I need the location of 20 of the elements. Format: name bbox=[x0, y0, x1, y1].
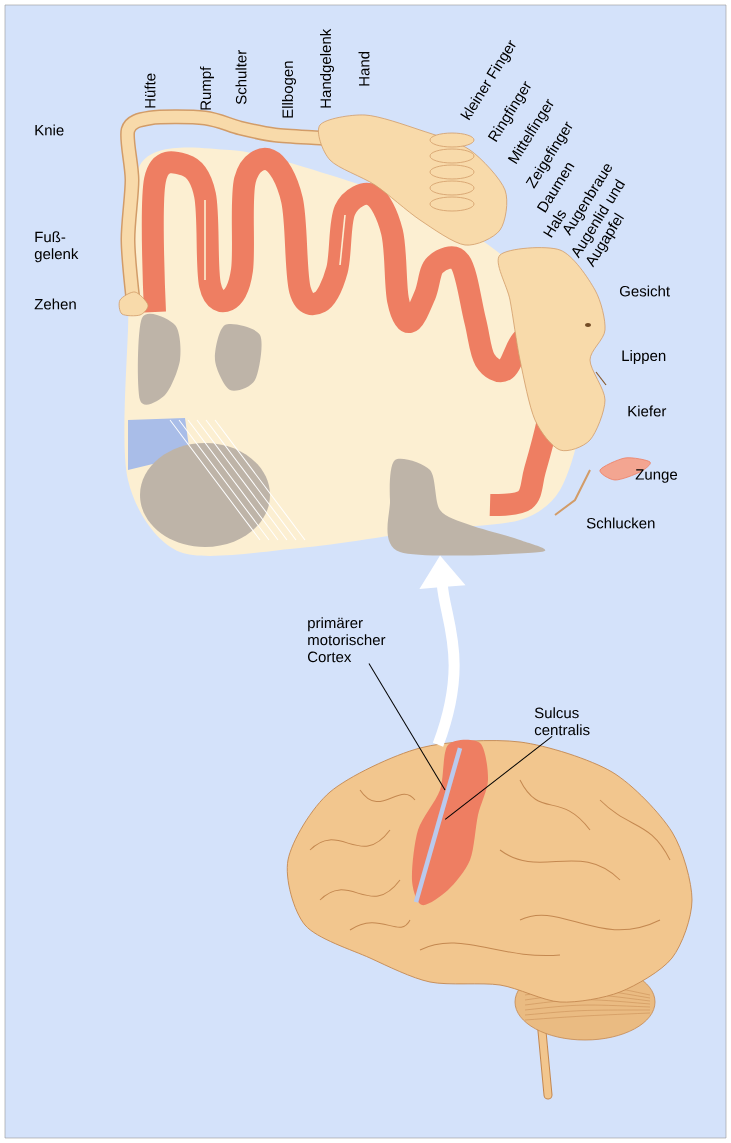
leader-line bbox=[444, 735, 553, 820]
central-sulcus-line bbox=[413, 747, 463, 903]
body-part-label: Hüfte bbox=[144, 73, 156, 108]
leader-line bbox=[368, 662, 446, 791]
callout-text: Sulcus centralis bbox=[534, 707, 590, 736]
body-part-label: Rumpf bbox=[200, 66, 214, 110]
callout-text: primärer motorischer Cortex bbox=[307, 617, 386, 663]
body-part-label: Schulter bbox=[235, 50, 247, 105]
body-part-label: Fuß- gelenk bbox=[34, 231, 79, 263]
body-part-label: Hand bbox=[358, 51, 370, 86]
body-part-label: Knie bbox=[35, 124, 64, 136]
brain-drawing bbox=[286, 740, 693, 1100]
body-part-label: Ellbogen bbox=[282, 61, 296, 118]
body-part-label: Gesicht bbox=[619, 285, 670, 297]
body-part-label: Kiefer bbox=[628, 405, 667, 417]
body-part-label: Handgelenk bbox=[320, 28, 334, 108]
body-part-label: Zehen bbox=[34, 298, 76, 310]
body-part-label: Lippen bbox=[622, 350, 666, 364]
motor-cortex-strip bbox=[411, 739, 488, 906]
body-part-label: Zunge bbox=[635, 469, 678, 483]
